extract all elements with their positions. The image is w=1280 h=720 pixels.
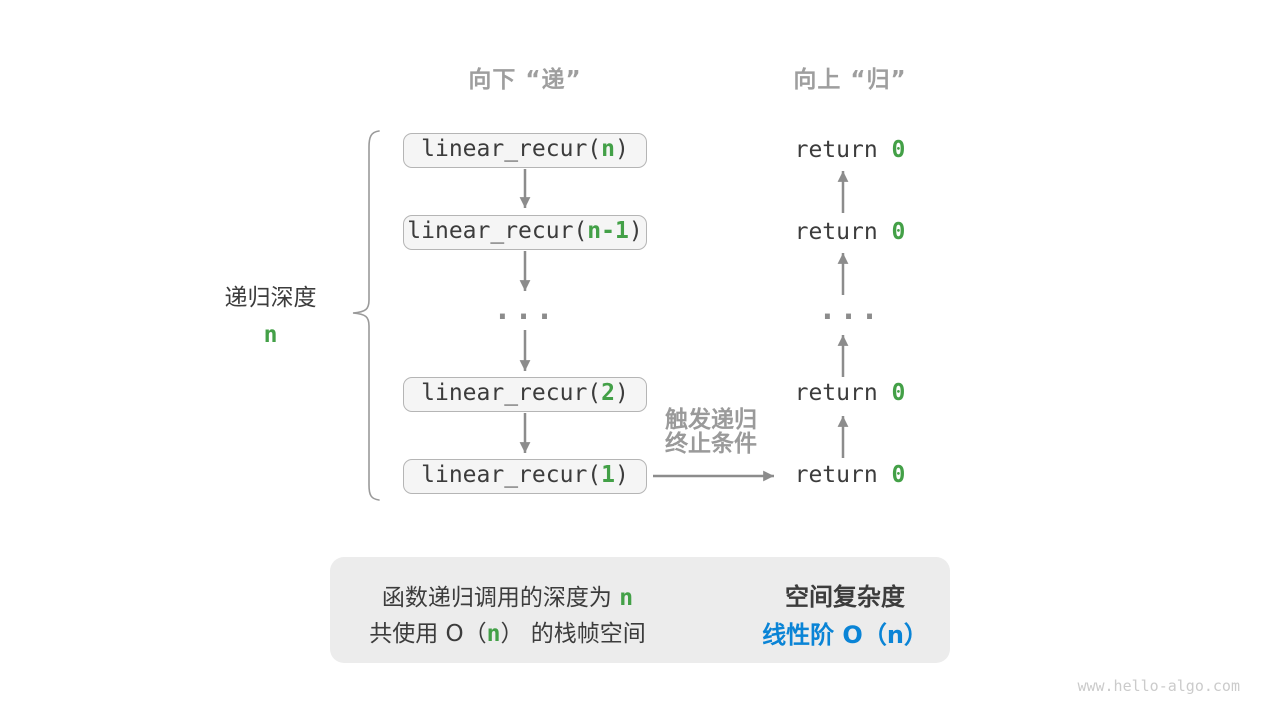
summary-space-line: 共使用 O（n） 的栈帧空间 (345, 614, 670, 648)
fn-close: ) (615, 462, 629, 488)
stack-frame-n: linear_recur(n) (403, 133, 647, 168)
trigger-line-2: 终止条件 (665, 431, 757, 457)
recursion-depth-label: 递归深度 (224, 285, 317, 311)
return-keyword: return (794, 462, 892, 488)
fn-name: linear_recur( (407, 218, 588, 244)
stack-frame-n-1: linear_recur(n-1) (403, 215, 647, 250)
return-statement-4: return 0 (780, 463, 920, 487)
return-value: 0 (891, 462, 906, 488)
space-complexity-title: 空间复杂度 (785, 583, 905, 611)
return-ellipsis: ... (818, 292, 882, 327)
return-keyword: return (794, 380, 892, 406)
stack-frame-1: linear_recur(1) (403, 459, 647, 494)
base-case-trigger-label: 触发递归 终止条件 (646, 408, 776, 456)
return-value: 0 (891, 137, 906, 163)
return-keyword: return (794, 137, 892, 163)
fn-arg: n-1 (587, 218, 629, 244)
fn-arg: 1 (601, 462, 615, 488)
stack-frame-2: linear_recur(2) (403, 377, 647, 412)
summary-depth-text: 函数递归调用的深度为 (381, 585, 620, 611)
recursion-depth-label-group: 递归深度 n (198, 278, 343, 348)
summary-panel (330, 557, 950, 663)
return-value: 0 (891, 219, 906, 245)
fn-name: linear_recur( (421, 462, 602, 488)
return-value: 0 (891, 380, 906, 406)
fn-name: linear_recur( (421, 380, 602, 406)
depth-brace (352, 130, 380, 501)
trigger-line-1: 触发递归 (665, 407, 757, 433)
return-statement-1: return 0 (780, 138, 920, 162)
stack-ellipsis: ... (493, 292, 557, 327)
summary-depth-value: n (619, 585, 634, 611)
fn-name: linear_recur( (421, 136, 602, 162)
header-upward-return: 向上 “归” (793, 67, 907, 93)
watermark: www.hello-algo.com (1077, 677, 1240, 695)
fn-close: ) (615, 136, 629, 162)
recursion-depth-value: n (263, 322, 278, 348)
summary-space-post: ） 的栈帧空间 (500, 621, 646, 647)
fn-arg: 2 (601, 380, 615, 406)
header-downward-recurse: 向下 “递” (468, 67, 582, 93)
summary-space-pre: 共使用 O（ (369, 621, 487, 647)
summary-depth-line: 函数递归调用的深度为 n (345, 578, 670, 612)
return-statement-2: return 0 (780, 220, 920, 244)
summary-space-value: n (486, 621, 501, 647)
fn-close: ) (628, 218, 643, 244)
fn-arg: n (601, 136, 615, 162)
return-keyword: return (794, 219, 892, 245)
return-statement-3: return 0 (780, 381, 920, 405)
fn-close: ) (615, 380, 629, 406)
space-complexity-value: 线性阶 O（n） (762, 621, 928, 649)
